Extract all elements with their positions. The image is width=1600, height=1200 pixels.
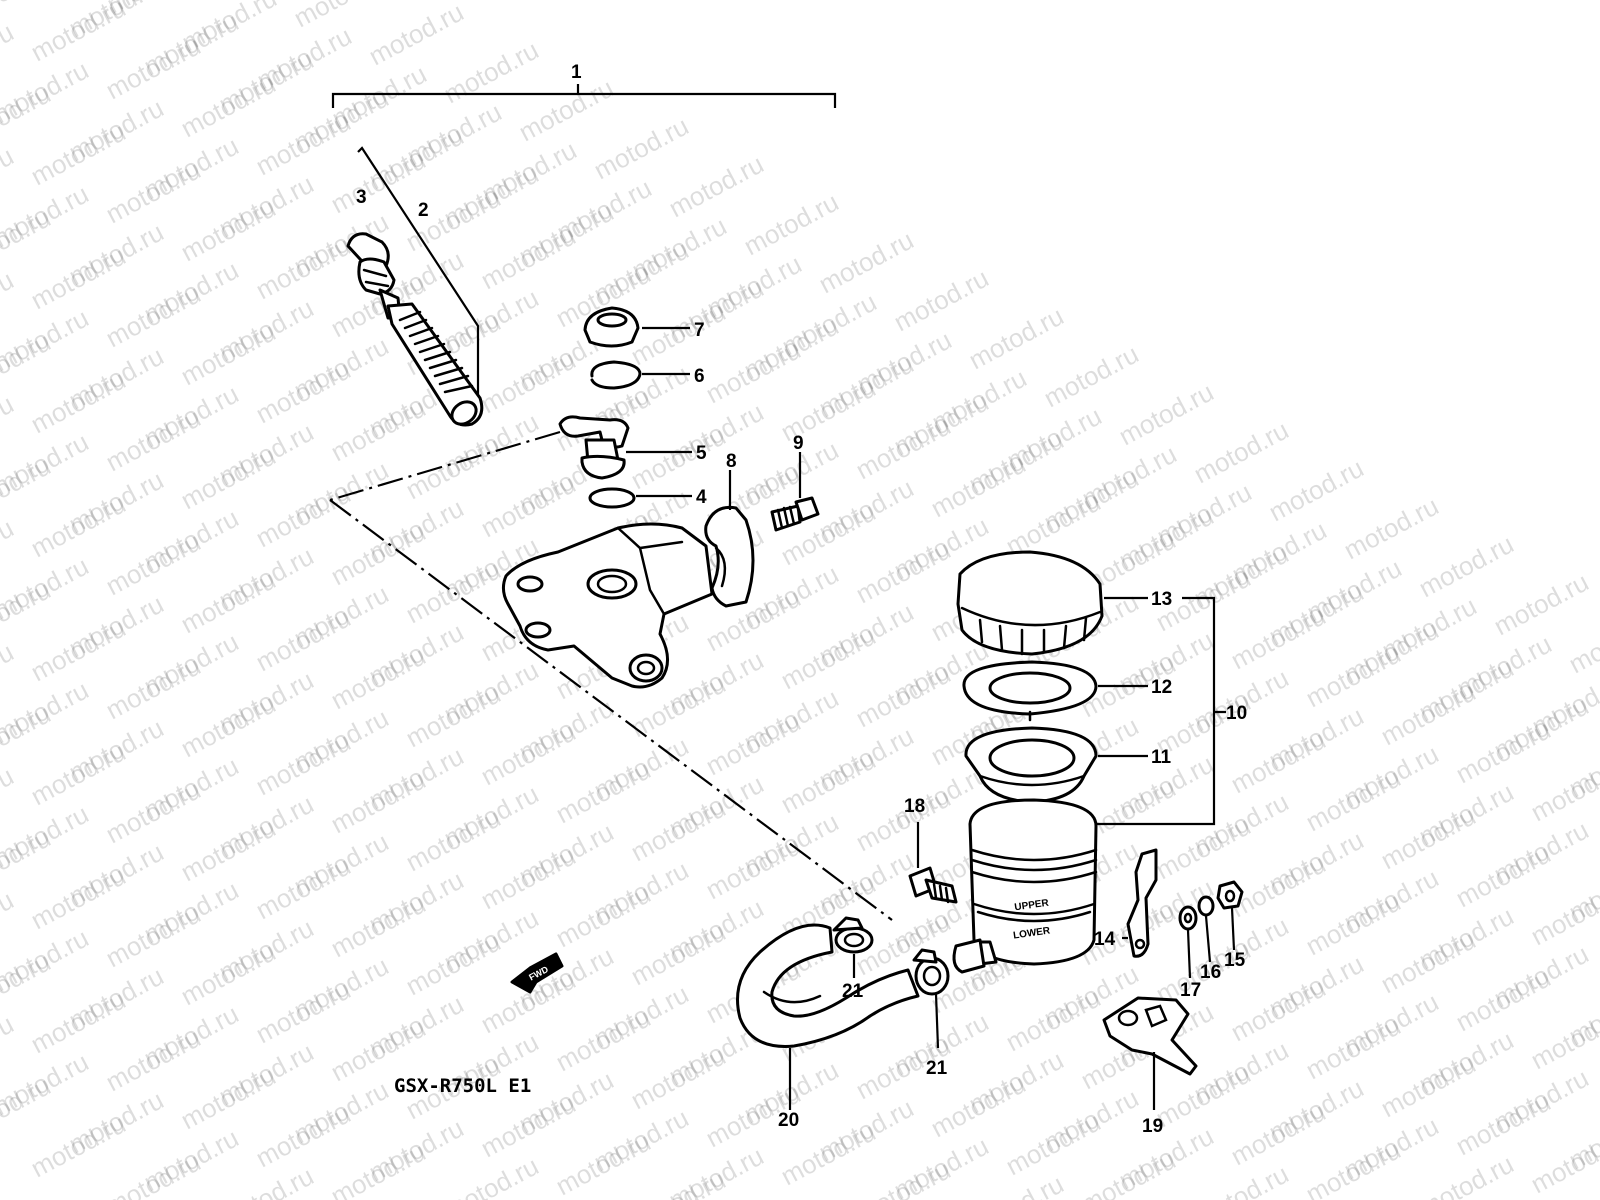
part-circlip-6	[590, 360, 642, 390]
callout-2: 2	[418, 200, 429, 221]
watermark-text: motod.ru	[326, 1137, 431, 1200]
part-boot-7	[583, 306, 640, 348]
part-clamp-21b	[912, 948, 950, 996]
watermark-text: motod.ru	[0, 389, 18, 464]
part-bracket-14	[1126, 848, 1158, 958]
watermark-text: motod.ru	[0, 761, 18, 836]
callout-3: 3	[356, 187, 367, 208]
callout-5: 5	[696, 443, 707, 464]
reservoir-marking: UPPER	[1014, 898, 1050, 914]
part-diaphragm-11	[964, 726, 1098, 804]
part-clamp-8	[704, 505, 755, 608]
part-oring-4	[588, 487, 636, 509]
watermark-text: motod.ru	[1301, 1135, 1406, 1200]
watermark-text: motod.ru	[0, 17, 18, 92]
part-nut-15	[1216, 880, 1244, 910]
model-label: GSX-R750L E1	[394, 1075, 531, 1097]
callout-13: 13	[1151, 589, 1172, 610]
part-bolt-18	[908, 866, 958, 904]
callout-8: 8	[726, 451, 737, 472]
line-art: UPPER LOWER	[329, 84, 1244, 1110]
watermark-text: motod.ru	[0, 1009, 18, 1084]
watermark-text: motod.ru	[0, 637, 18, 712]
bracket-2	[357, 146, 480, 408]
bracket-1	[331, 84, 837, 108]
part-bolt-9	[770, 496, 820, 532]
part-piston-assembly	[346, 232, 484, 427]
callout-16: 16	[1200, 962, 1221, 983]
watermark-text: motod.ru	[0, 451, 55, 526]
callout-4: 4	[696, 487, 707, 508]
part-hose-20	[736, 923, 920, 1048]
callout-19: 19	[1142, 1116, 1163, 1137]
callout-6: 6	[694, 366, 705, 387]
guide-line-lower	[329, 499, 893, 921]
callout-18: 18	[904, 796, 925, 817]
part-reservoir-cap-13	[956, 550, 1104, 656]
callout-9: 9	[793, 433, 804, 454]
part-connector-5	[558, 415, 630, 480]
callout-21a: 21	[842, 981, 864, 1002]
watermark-text: motod.ru	[0, 885, 18, 960]
watermark-text: motod.ru	[0, 265, 18, 340]
reservoir-marking-lower: LOWER	[1012, 925, 1051, 941]
watermark-text: motod.ru	[0, 575, 55, 650]
watermark-text: motod.ru	[551, 1127, 656, 1200]
callout-14: 14	[1094, 929, 1116, 950]
watermark-text: motod.ru	[851, 1155, 956, 1200]
part-washer-17	[1178, 905, 1198, 931]
callout-10: 10	[1226, 703, 1247, 724]
watermark-text: motod.ru	[0, 79, 55, 154]
watermark-text: motod.ru	[0, 823, 55, 898]
watermark-text: motod.ru	[1564, 605, 1600, 680]
fwd-arrow-icon: FWD	[510, 952, 564, 994]
watermark-text: motod.ru	[1076, 1145, 1181, 1200]
callout-17: 17	[1180, 980, 1201, 1001]
watermark-text: motod.ru	[0, 327, 55, 402]
watermark-text: motod.ru	[0, 203, 55, 278]
watermark-text: motod.ru	[0, 513, 18, 588]
callout-7: 7	[694, 320, 705, 341]
part-master-cylinder-body	[501, 522, 714, 689]
callouts: 1 2 3 4 5 6 7 8 9 10 11 12 13 14 15 16 1…	[356, 62, 1247, 1137]
part-reservoir-body: UPPER LOWER	[952, 798, 1098, 974]
callout-15: 15	[1224, 950, 1246, 971]
callout-21b: 21	[926, 1058, 948, 1079]
watermark-text: motod.ru	[26, 1109, 131, 1184]
watermark-text: motod.ru	[101, 1147, 206, 1200]
watermark-text: motod.ru	[0, 947, 55, 1022]
callout-11: 11	[1151, 747, 1172, 768]
callout-1: 1	[571, 62, 582, 83]
part-washer-16	[1197, 895, 1215, 917]
watermark-text: motod.ru	[0, 699, 55, 774]
part-clamp-21a	[832, 916, 874, 954]
bracket-10	[1094, 596, 1226, 826]
watermark-text: motod.ru	[0, 1071, 55, 1146]
watermark-text: motod.ru	[0, 141, 18, 216]
part-plate-12	[962, 660, 1098, 722]
callout-12: 12	[1151, 677, 1172, 698]
callout-20: 20	[778, 1110, 799, 1131]
part-bracket-19	[1102, 996, 1198, 1076]
